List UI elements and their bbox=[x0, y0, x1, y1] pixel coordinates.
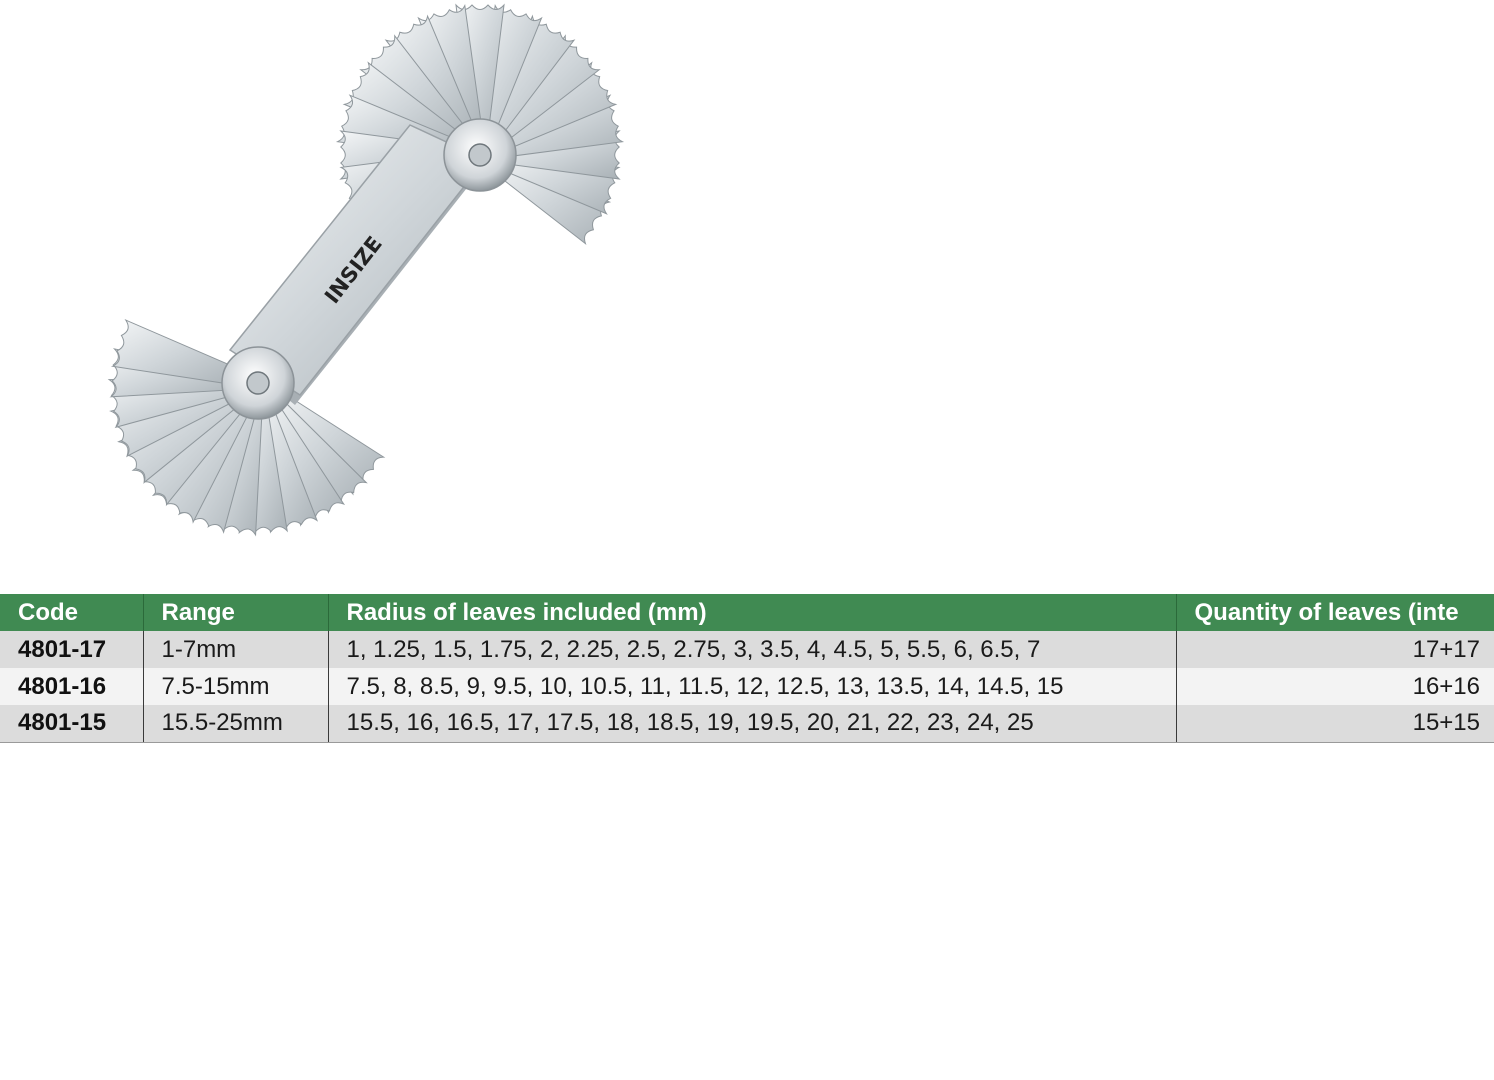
gauge-leaf bbox=[110, 319, 242, 386]
top-hub bbox=[443, 118, 517, 192]
cell-code: 4801-17 bbox=[0, 631, 144, 668]
cell-quantity: 16+16 bbox=[1176, 668, 1494, 705]
spec-table: Code Range Radius of leaves included (mm… bbox=[0, 594, 1494, 743]
header-code: Code bbox=[0, 594, 144, 631]
gauge-leaf bbox=[384, 14, 478, 143]
table-row: 4801-16 7.5-15mm 7.5, 8, 8.5, 9, 9.5, 10… bbox=[0, 668, 1494, 705]
cell-code: 4801-15 bbox=[0, 705, 144, 743]
header-radius: Radius of leaves included (mm) bbox=[328, 594, 1177, 631]
bottom-hub bbox=[221, 346, 295, 420]
cell-quantity: 15+15 bbox=[1176, 705, 1494, 743]
cell-range: 1-7mm bbox=[143, 631, 329, 668]
table-row: 4801-17 1-7mm 1, 1.25, 1.5, 1.75, 2, 2.2… bbox=[0, 631, 1494, 668]
header-range: Range bbox=[143, 594, 329, 631]
cell-radii: 15.5, 16, 16.5, 17, 17.5, 18, 18.5, 19, … bbox=[328, 705, 1177, 743]
table-header-row: Code Range Radius of leaves included (mm… bbox=[0, 594, 1494, 631]
cell-range: 15.5-25mm bbox=[143, 705, 329, 743]
cell-radii: 7.5, 8, 8.5, 9, 9.5, 10, 10.5, 11, 11.5,… bbox=[328, 668, 1177, 705]
radius-gauge-image: INSIZE bbox=[107, 3, 625, 537]
gauge-body: INSIZE bbox=[228, 124, 487, 405]
gauge-leaf bbox=[342, 61, 468, 153]
gauge-leaf bbox=[359, 34, 473, 148]
lower-leaf-fan bbox=[107, 319, 386, 537]
cell-range: 7.5-15mm bbox=[143, 668, 329, 705]
header-quantity: Quantity of leaves (inte bbox=[1176, 594, 1494, 631]
cell-code: 4801-16 bbox=[0, 668, 144, 705]
cell-quantity: 17+17 bbox=[1176, 631, 1494, 668]
table-row: 4801-15 15.5-25mm 15.5, 16, 16.5, 17, 17… bbox=[0, 705, 1494, 743]
cell-radii: 1, 1.25, 1.5, 1.75, 2, 2.25, 2.5, 2.75, … bbox=[328, 631, 1177, 668]
